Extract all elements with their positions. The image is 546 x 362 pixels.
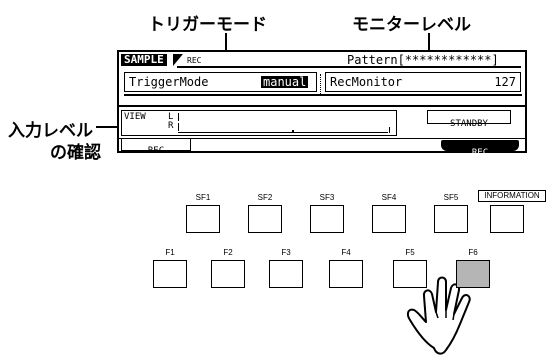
rec-monitor-value[interactable]: 127 <box>494 75 516 89</box>
sf4-button[interactable] <box>372 205 406 233</box>
param-lower-rule <box>119 105 525 107</box>
f1-label: F1 <box>165 248 175 257</box>
param-divider <box>320 74 321 94</box>
meter-l-bar <box>178 113 179 121</box>
trigger-mode-callout: トリガーモード <box>148 15 267 35</box>
meter-end-mark <box>389 127 390 133</box>
channel-r-label: R <box>168 121 174 131</box>
sf5-label: SF5 <box>443 193 459 202</box>
information-button[interactable] <box>490 205 524 233</box>
f6-button[interactable] <box>456 260 490 288</box>
bottom-rule <box>119 138 525 139</box>
trigger-mode-param[interactable]: TriggerMode manual <box>124 72 317 92</box>
sf3-label: SF3 <box>319 193 335 202</box>
sf2-label: SF2 <box>257 193 273 202</box>
pattern-label: Pattern[************] <box>347 53 499 67</box>
sf1-label: SF1 <box>195 193 211 202</box>
f3-label: F3 <box>281 248 291 257</box>
trigger-mode-value[interactable]: manual <box>261 75 309 89</box>
trigger-mode-label: TriggerMode <box>129 75 209 89</box>
level-meter-box: VIEW L R <box>121 110 397 136</box>
f6-label: F6 <box>468 248 478 257</box>
f2-label: F2 <box>223 248 233 257</box>
mode-tab-arrow-icon <box>173 54 183 66</box>
input-level-callout-line1: 入力レベル <box>8 121 93 141</box>
lcd-screen: SAMPLE REC Pattern[************] Trigger… <box>117 50 527 158</box>
view-label: VIEW <box>124 112 146 122</box>
rec-tab-right[interactable]: REC <box>441 140 519 158</box>
meter-peak-mark <box>292 130 294 132</box>
f5-label: F5 <box>405 248 415 257</box>
input-level-callout-line2: の確認 <box>50 143 101 163</box>
meter-baseline <box>178 132 388 133</box>
f4-button[interactable] <box>329 260 363 288</box>
mode-tab-sample: SAMPLE <box>121 54 167 66</box>
meter-r-bar <box>178 123 179 131</box>
sf4-label: SF4 <box>381 193 397 202</box>
rec-monitor-param[interactable]: RecMonitor 127 <box>325 72 521 92</box>
sf2-button[interactable] <box>248 205 282 233</box>
information-label: INFORMATION <box>478 190 546 202</box>
header-rule <box>177 66 521 68</box>
mode-sub-rec: REC <box>187 56 202 65</box>
f1-button[interactable] <box>153 260 187 288</box>
f3-button[interactable] <box>269 260 303 288</box>
input-level-leader-line <box>96 126 120 128</box>
rec-monitor-label: RecMonitor <box>330 75 403 89</box>
f4-label: F4 <box>341 248 351 257</box>
standby-button[interactable]: STANDBY <box>427 110 511 129</box>
sf1-button[interactable] <box>186 205 220 233</box>
channel-l-label: L <box>168 112 174 122</box>
monitor-level-callout: モニターレベル <box>352 15 471 35</box>
sf5-button[interactable] <box>434 205 468 233</box>
f2-button[interactable] <box>211 260 245 288</box>
f5-button[interactable] <box>393 260 427 288</box>
param-underline <box>124 94 522 96</box>
pointing-hand-icon <box>406 276 471 355</box>
rec-tab-left[interactable]: REC <box>121 138 191 156</box>
sf3-button[interactable] <box>310 205 344 233</box>
